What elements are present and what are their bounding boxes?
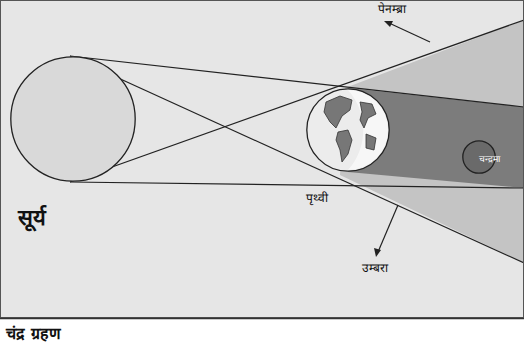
umbra-label: उम्बरा xyxy=(362,262,388,275)
earth-circle-shape xyxy=(306,88,390,172)
arrow-head xyxy=(374,248,381,257)
continent-shape xyxy=(324,96,352,128)
sun-circle: सूर्य xyxy=(10,56,136,182)
sun-circle-outline xyxy=(11,57,135,181)
arrow-head xyxy=(384,21,393,27)
caption-rule xyxy=(0,318,524,320)
figure-caption: चंद्र ग्रहण xyxy=(6,322,61,344)
earth-circle: पृथ्वी xyxy=(306,88,390,172)
earth-label: पृथ्वी xyxy=(306,192,328,205)
moon-circle: चन्द्रमा xyxy=(462,140,496,174)
sun-circle-shape xyxy=(10,56,136,182)
continent-shape xyxy=(336,130,352,162)
ray-line xyxy=(70,20,524,182)
panel-border xyxy=(1,1,524,318)
moon-label: चन्द्रमा xyxy=(479,155,500,165)
earth-circle-outline xyxy=(307,89,389,171)
penumbra-label: पेनम्ब्रा xyxy=(378,3,406,16)
ray-line xyxy=(70,56,524,107)
panel-ground xyxy=(0,0,524,318)
sun-label: सूर्य xyxy=(18,206,46,230)
earth-lit-side xyxy=(348,90,388,170)
umbra-region xyxy=(348,88,524,188)
ray-line xyxy=(70,182,524,188)
leader-line xyxy=(378,205,398,252)
continent-shape xyxy=(360,102,376,128)
penumbra-region xyxy=(340,20,524,263)
ray-line xyxy=(70,56,524,263)
leader-line xyxy=(389,23,430,42)
continent-shape xyxy=(366,134,376,150)
